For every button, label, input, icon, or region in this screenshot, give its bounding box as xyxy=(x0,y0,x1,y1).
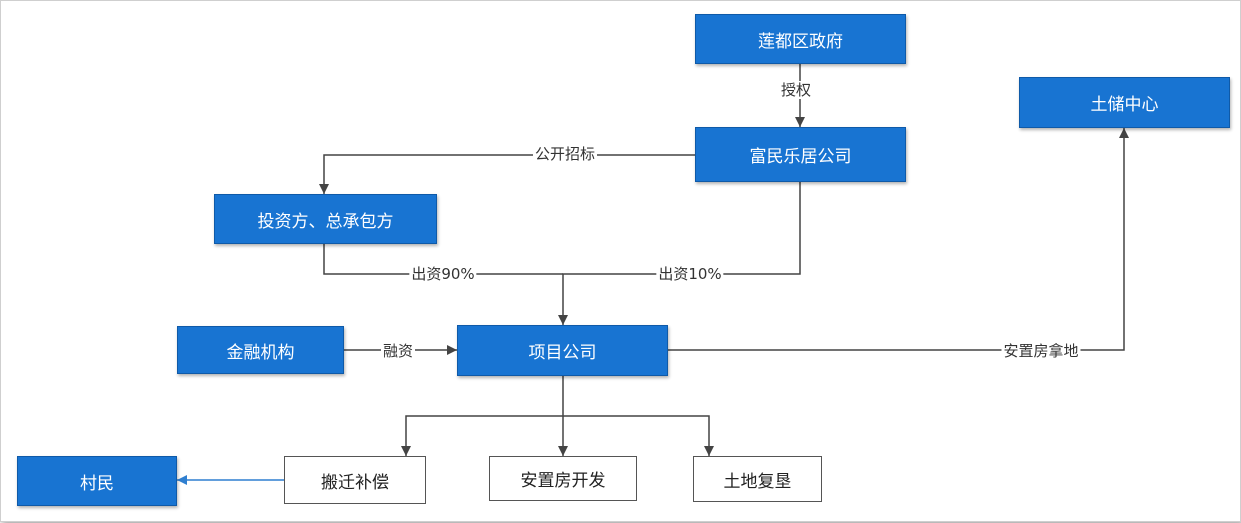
node-villagers[interactable]: 村民 xyxy=(17,456,177,506)
edge-label-invest10: 出资10% xyxy=(656,265,724,283)
node-villagers-label: 村民 xyxy=(80,473,114,494)
edge-land-acq xyxy=(668,128,1129,351)
edge-label-invest90: 出资90% xyxy=(409,265,477,283)
node-project-label: 项目公司 xyxy=(528,343,597,363)
node-land-reclaim-label: 土地复垦 xyxy=(723,471,792,492)
node-housing-dev[interactable]: 安置房开发 xyxy=(489,456,637,501)
node-investor-label: 投资方、总承包方 xyxy=(257,211,394,232)
node-finance-label: 金融机构 xyxy=(226,342,295,363)
node-project[interactable]: 项目公司 xyxy=(457,325,668,376)
edge-invest90 xyxy=(323,244,563,275)
edge-label-land-acq: 安置房拿地 xyxy=(1001,342,1081,360)
edge-invest10 xyxy=(558,182,801,325)
node-land-center-label: 土储中心 xyxy=(1090,95,1159,115)
edge-label-financing: 融资 xyxy=(380,342,416,360)
node-gov-label: 莲都区政府 xyxy=(758,31,843,52)
node-investor[interactable]: 投资方、总承包方 xyxy=(214,194,437,244)
edge-label-authorize: 授权 xyxy=(778,81,814,99)
node-gov[interactable]: 莲都区政府 xyxy=(695,14,906,64)
node-fumin[interactable]: 富民乐居公司 xyxy=(695,127,906,182)
edge-tender xyxy=(319,154,695,194)
node-housing-dev-label: 安置房开发 xyxy=(520,471,606,491)
node-relocation-label: 搬迁补偿 xyxy=(321,472,389,493)
node-land-reclaim[interactable]: 土地复垦 xyxy=(693,456,822,502)
node-fumin-label: 富民乐居公司 xyxy=(749,147,852,167)
node-relocation[interactable]: 搬迁补偿 xyxy=(284,456,426,504)
edge-to-reclaim xyxy=(563,415,714,456)
node-finance[interactable]: 金融机构 xyxy=(177,326,344,374)
edge-label-tender: 公开招标 xyxy=(532,145,598,163)
edge-to-relocation xyxy=(401,376,564,456)
node-land-center[interactable]: 土储中心 xyxy=(1019,77,1230,128)
